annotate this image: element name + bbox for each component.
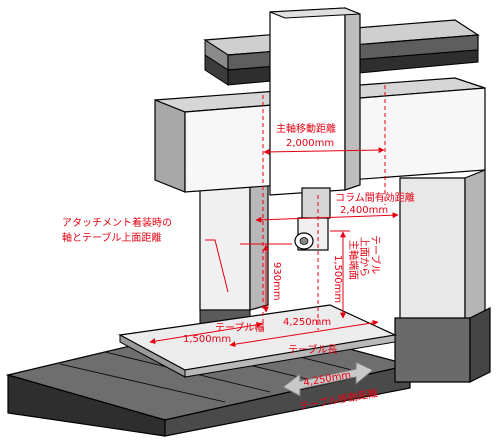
table-to-spindle-line2: 上面から (358, 237, 370, 277)
table-length-value: 4,250mm (283, 317, 331, 328)
table-travel-arrow (282, 361, 374, 397)
table-length-arrow (229, 319, 379, 348)
column-distance-arrow (255, 212, 399, 223)
table-width-value: 1,500mm (183, 334, 231, 345)
table-to-spindle-value: 1,500mm (332, 255, 343, 303)
column-distance-value: 2,400mm (340, 205, 388, 216)
spindle-travel-title: 主軸移動距離 (276, 122, 336, 135)
table-to-spindle-line3: 主軸端面 (347, 240, 360, 280)
attachment-height-line2: 軸とテーブル上面距離 (62, 231, 161, 244)
dimension-lines (149, 85, 399, 348)
table-length-title: テーブル長 (288, 343, 337, 356)
table-width-title: テーブル幅 (215, 321, 264, 334)
table-to-spindle-line1: テーブル (369, 235, 382, 274)
attachment-height-value: 930mm (271, 262, 282, 301)
left-column (199, 177, 269, 326)
column-distance-title: コラム間有効距離 (335, 191, 415, 204)
right-column (394, 169, 491, 383)
spindle-travel-arrow (263, 147, 385, 155)
attachment-height-line1: アタッチメント着装時の (62, 216, 172, 229)
spindle-travel-value: 2,000mm (286, 138, 334, 149)
